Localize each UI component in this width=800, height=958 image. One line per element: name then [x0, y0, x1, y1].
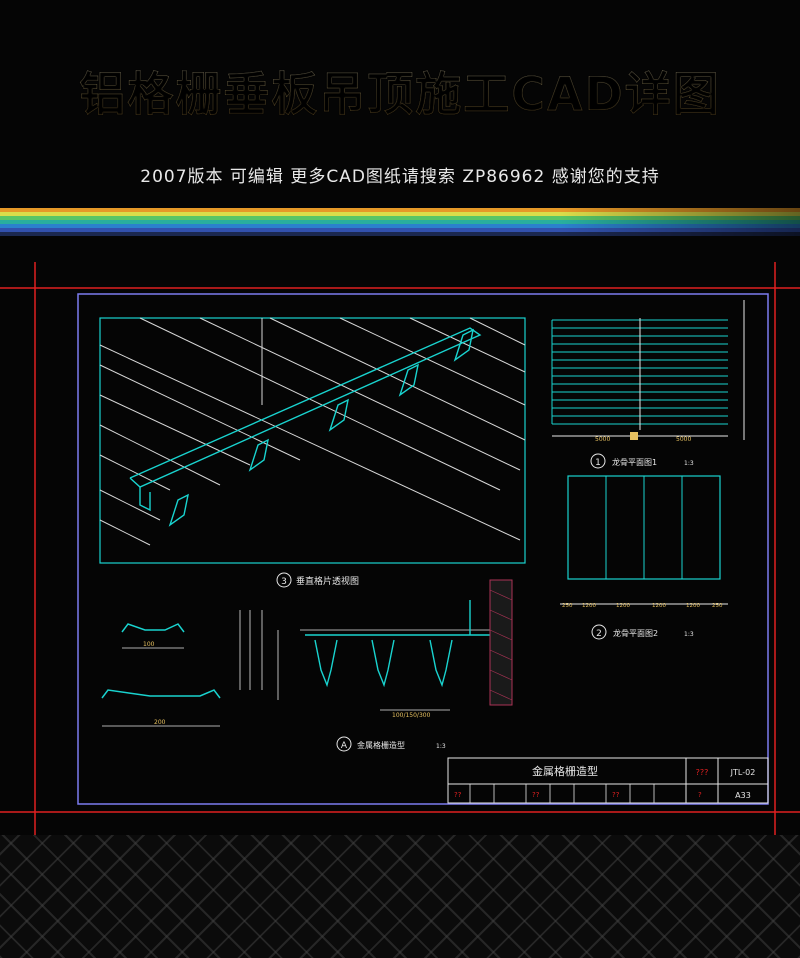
- section-view-a: 100 200 100/15: [101, 579, 513, 752]
- view2-dim-4: 1200: [686, 603, 700, 609]
- view2-dim-0: 250: [562, 603, 573, 609]
- title-block: 金属格栅造型 ??? JTL-02 A33 ???????: [447, 757, 769, 804]
- title-block-name: 金属格栅造型: [532, 764, 598, 778]
- viewA-label: 金属格栅造型: [357, 740, 405, 750]
- view1-dim-left: 5000: [595, 436, 610, 443]
- view1-number: 1: [595, 458, 601, 468]
- viewA-dim-spacing: 100/150/300: [392, 712, 431, 719]
- view2-dim-1: 1200: [582, 603, 596, 609]
- view3-label: 垂直格片透视图: [296, 575, 359, 587]
- title-block-code: JTL-02: [730, 768, 756, 777]
- view2-dim-5: 250: [712, 603, 723, 609]
- view3-number: 3: [281, 577, 287, 587]
- view1-dim-right: 5000: [676, 436, 691, 443]
- plan-view-2: 250 1200 1200 1200 1200 250 2 龙骨平面图2 1:3: [560, 475, 728, 640]
- crop-marks: [0, 262, 800, 840]
- drawing-frame: [77, 293, 769, 805]
- svg-text:??: ??: [532, 791, 540, 799]
- viewA-dim-200: 200: [154, 719, 166, 726]
- svg-text:?: ?: [698, 791, 702, 799]
- viewA-scale: 1:3: [436, 743, 446, 750]
- svg-text:??: ??: [612, 791, 620, 799]
- view1-scale: 1:3: [684, 460, 694, 467]
- rainbow-stripe: [0, 208, 800, 236]
- plan-view-1: 5000 5000 1 龙骨平面图1 1:3: [551, 300, 745, 469]
- page-title: 铝格栅垂板吊顶施工CAD详图: [0, 58, 800, 124]
- view1-label: 龙骨平面图1: [612, 457, 657, 467]
- viewA-dim-100: 100: [143, 641, 155, 648]
- page-subtitle: 2007版本 可编辑 更多CAD图纸请搜索 ZP86962 感谢您的支持: [140, 167, 660, 187]
- cad-drawing: 3 垂直格片透视图 5000 5000: [0, 262, 800, 840]
- decorative-pattern: [0, 835, 800, 958]
- title-block-sheet: A33: [735, 791, 751, 800]
- view2-dim-3: 1200: [652, 603, 666, 609]
- title-block-mark: ???: [696, 768, 709, 777]
- viewA-number: A: [341, 741, 348, 751]
- svg-text:??: ??: [454, 791, 462, 799]
- view2-label: 龙骨平面图2: [613, 628, 658, 638]
- view2-scale: 1:3: [684, 631, 694, 638]
- perspective-view: 3 垂直格片透视图: [99, 317, 526, 588]
- view2-dim-2: 1200: [616, 603, 630, 609]
- view2-number: 2: [596, 629, 602, 639]
